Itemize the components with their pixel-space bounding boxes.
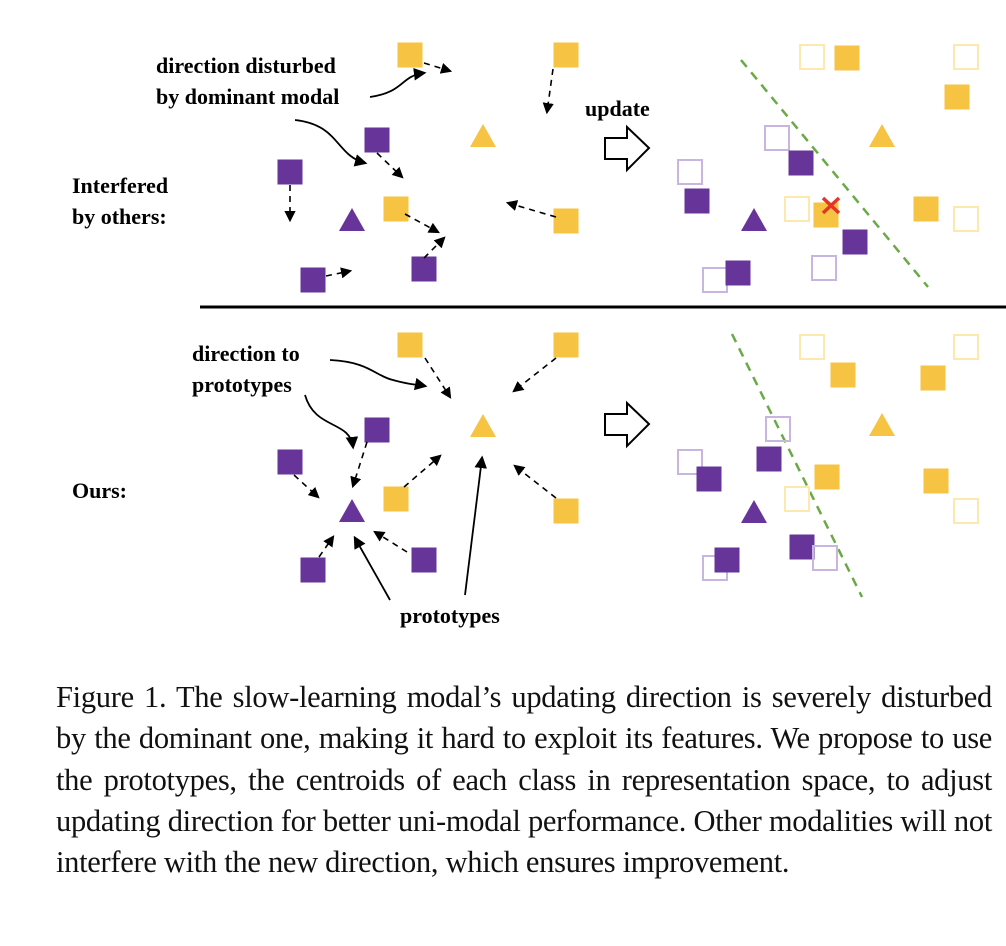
update-label: update (585, 96, 650, 121)
yellow-square (553, 498, 579, 524)
yellow-hollow-square (799, 44, 825, 70)
yellow-hollow-square (784, 196, 810, 222)
purple-hollow-square (677, 159, 703, 185)
yellow-square (553, 208, 579, 234)
dashed-direction-arrow (318, 535, 335, 558)
yellow-square (397, 42, 423, 68)
purple-prototype-triangle (741, 208, 767, 231)
dashed-direction-arrow (350, 441, 368, 489)
purple-square (277, 449, 303, 475)
purple-hollow-square (765, 416, 791, 442)
purple-square (300, 557, 326, 583)
decision-boundary-line (740, 59, 929, 288)
purple-square (756, 446, 782, 472)
dashed-direction-arrow (325, 267, 353, 279)
purple-hollow-square (812, 545, 838, 571)
yellow-square (920, 365, 946, 391)
dashed-direction-arrow (505, 200, 557, 218)
purple-prototype-triangle (741, 500, 767, 523)
figure-caption: Figure 1. The slow-learning modal’s upda… (56, 680, 992, 880)
yellow-hollow-square (799, 334, 825, 360)
annotation-direction-to-prototypes-line1: direction to (192, 341, 300, 366)
dashed-direction-arrow (423, 62, 453, 74)
dashed-direction-arrow (376, 152, 404, 179)
dashed-direction-arrow (373, 530, 408, 553)
purple-square (300, 267, 326, 293)
annotation-direction-disturbed-line1: direction disturbed (156, 53, 336, 78)
purple-square (411, 547, 437, 573)
purple-hollow-square (677, 449, 703, 475)
purple-square (842, 229, 868, 255)
dashed-direction-arrow (404, 213, 440, 234)
annotation-direction-to-prototypes-line2: prototypes (192, 372, 292, 397)
annotation-pointer-arrow (353, 535, 391, 601)
misclassified-x-icon (821, 196, 841, 215)
purple-prototype-triangle (339, 208, 365, 231)
yellow-square (834, 45, 860, 71)
annotation-pointer-arrow (369, 68, 427, 98)
purple-prototype-triangle (339, 499, 365, 522)
dashed-direction-arrow (512, 357, 557, 393)
dashed-direction-arrow (293, 474, 320, 499)
decision-boundary-line (730, 333, 864, 598)
yellow-prototype-triangle (869, 413, 895, 436)
yellow-square (553, 42, 579, 68)
yellow-square (944, 84, 970, 110)
yellow-hollow-square (953, 498, 979, 524)
dashed-direction-arrow (423, 236, 446, 259)
purple-square (788, 150, 814, 176)
purple-square (411, 256, 437, 282)
yellow-hollow-square (784, 486, 810, 512)
yellow-prototype-triangle (470, 124, 496, 147)
row-label-ours: Ours: (72, 478, 127, 503)
dashed-direction-arrow (403, 454, 442, 488)
purple-square (364, 127, 390, 153)
yellow-square (383, 486, 409, 512)
yellow-square (814, 464, 840, 490)
row-label-interfered-line2: by others: (72, 204, 167, 229)
yellow-prototype-triangle (470, 414, 496, 437)
dashed-direction-arrow (542, 68, 554, 115)
yellow-hollow-square (953, 206, 979, 232)
update-arrow-icon (604, 400, 651, 449)
yellow-hollow-square (953, 334, 979, 360)
yellow-square (923, 468, 949, 494)
purple-square (725, 260, 751, 286)
purple-square (789, 534, 815, 560)
yellow-square (553, 332, 579, 358)
annotation-pointer-arrow (304, 394, 359, 450)
annotation-pointer-arrow (329, 359, 428, 391)
dashed-direction-arrow (424, 357, 452, 399)
purple-square (714, 547, 740, 573)
yellow-square (830, 362, 856, 388)
annotation-pointer-arrow (464, 455, 488, 596)
purple-hollow-square (702, 267, 728, 293)
purple-square (277, 159, 303, 185)
purple-square (696, 466, 722, 492)
yellow-prototype-triangle (869, 124, 895, 147)
purple-square (364, 417, 390, 443)
update-arrow-icon (604, 124, 651, 173)
yellow-square (913, 196, 939, 222)
yellow-square (383, 196, 409, 222)
dashed-direction-arrow (513, 464, 557, 499)
figure-diagram: Interfered by others: Ours: direction di… (72, 42, 1006, 628)
annotation-direction-disturbed-line2: by dominant modal (156, 84, 339, 109)
purple-hollow-square (811, 255, 837, 281)
row-label-interfered-line1: Interfered (72, 173, 168, 198)
prototypes-label: prototypes (400, 603, 500, 628)
annotation-pointer-arrow (294, 119, 368, 167)
yellow-square (397, 332, 423, 358)
purple-square (684, 188, 710, 214)
purple-hollow-square (764, 125, 790, 151)
yellow-hollow-square (953, 44, 979, 70)
